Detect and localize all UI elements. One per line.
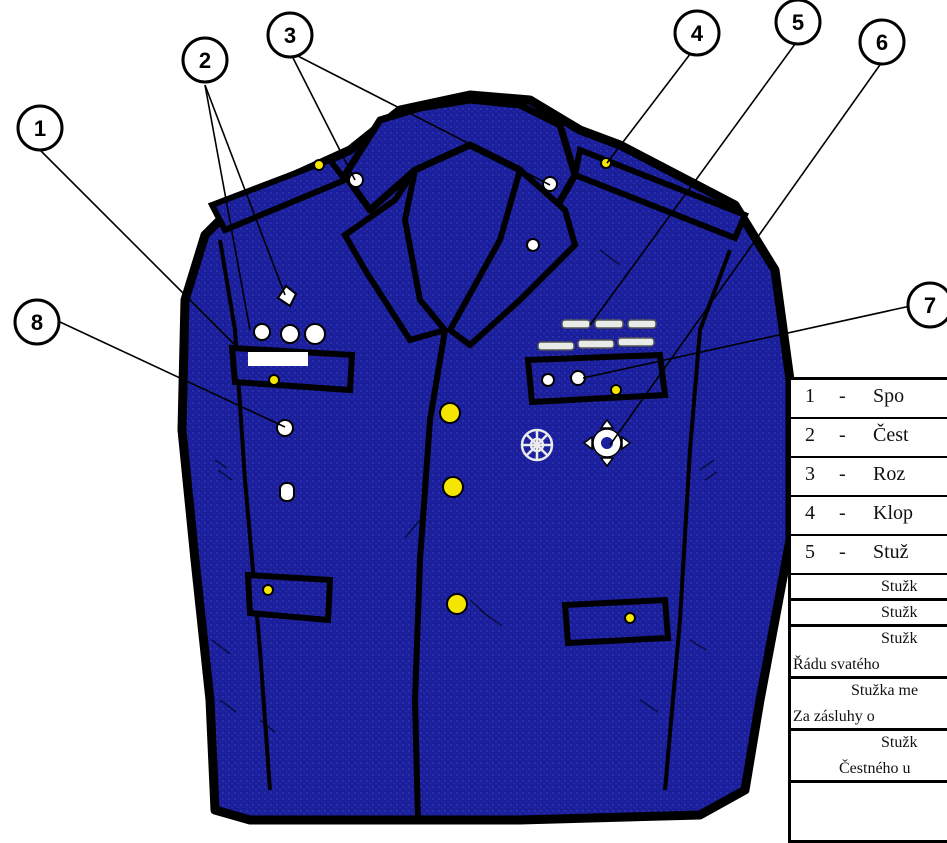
front-button-1 bbox=[440, 403, 460, 423]
legend-ribbon-row: Stužk bbox=[791, 601, 947, 627]
legend-ribbon-text: Stužk bbox=[881, 604, 917, 622]
callout-number: 7 bbox=[924, 293, 936, 318]
legend-dash: - bbox=[839, 385, 846, 408]
sleeve-badge-2 bbox=[254, 324, 270, 340]
front-button-3 bbox=[447, 594, 467, 614]
callout-5: 5 bbox=[776, 0, 820, 44]
legend-row-5: 5 - Stuž bbox=[791, 536, 947, 575]
callout-8: 8 bbox=[15, 300, 59, 344]
legend-ribbon-row: Stužka me Za zásluhy o bbox=[791, 679, 947, 731]
callout-7: 7 bbox=[908, 283, 947, 327]
pocket-badge-left-2 bbox=[280, 483, 294, 501]
legend-row-2: 2 - Čest bbox=[791, 419, 947, 458]
right-lower-pocket-button bbox=[625, 613, 635, 623]
legend-number: 1 bbox=[805, 385, 815, 408]
lapel-badge bbox=[527, 239, 539, 251]
legend-dash: - bbox=[839, 463, 846, 486]
callout-number: 3 bbox=[284, 23, 296, 48]
callout-number: 2 bbox=[199, 48, 211, 73]
sleeve-badge-4 bbox=[305, 324, 325, 344]
pocket-badge-right-1 bbox=[542, 374, 554, 386]
legend-text: Stuž bbox=[873, 541, 909, 564]
callout-1: 1 bbox=[18, 106, 62, 150]
legend-text: Spo bbox=[873, 385, 904, 408]
shoulder-button-left bbox=[314, 160, 324, 170]
right-lower-pocket bbox=[565, 600, 668, 643]
legend-text: Klop bbox=[873, 502, 913, 525]
legend-ribbon-text: Řádu svatého bbox=[793, 656, 880, 674]
legend-number: 3 bbox=[805, 463, 815, 486]
callout-3: 3 bbox=[268, 13, 312, 57]
left-lower-pocket bbox=[248, 575, 330, 620]
legend-dash: - bbox=[839, 541, 846, 564]
legend-ribbon-text: Stužk bbox=[881, 578, 917, 596]
callout-number: 8 bbox=[31, 310, 43, 335]
legend-text: Čest bbox=[873, 424, 909, 447]
callout-number: 5 bbox=[792, 10, 804, 35]
legend-row-1: 1 - Spo bbox=[791, 380, 947, 419]
sleeve-badge-3 bbox=[281, 325, 299, 343]
legend-ribbon-text: Stužk bbox=[881, 734, 917, 752]
legend-dash: - bbox=[839, 502, 846, 525]
callout-2: 2 bbox=[183, 38, 227, 82]
pocket-badge-right-2 bbox=[571, 371, 585, 385]
callout-number: 6 bbox=[876, 30, 888, 55]
callout-number: 1 bbox=[34, 116, 46, 141]
callout-6: 6 bbox=[860, 20, 904, 64]
medal-star bbox=[522, 430, 552, 460]
legend-row-3: 3 - Roz bbox=[791, 458, 947, 497]
right-pocket-button bbox=[611, 385, 621, 395]
left-pocket-button bbox=[269, 375, 279, 385]
collar-badge-left bbox=[349, 173, 363, 187]
front-button-2 bbox=[443, 477, 463, 497]
legend-ribbon-text: Za zásluhy o bbox=[793, 708, 875, 726]
legend-ribbon-text: Stužka me bbox=[851, 682, 918, 700]
left-lower-pocket-button bbox=[263, 585, 273, 595]
callout-number: 4 bbox=[691, 21, 704, 46]
legend-number: 2 bbox=[805, 424, 815, 447]
legend-ribbon-text: Čestného u bbox=[839, 760, 911, 778]
name-tag bbox=[248, 352, 308, 366]
legend-row-4: 4 - Klop bbox=[791, 497, 947, 536]
pocket-badge-left bbox=[277, 420, 293, 436]
legend-text: Roz bbox=[873, 463, 905, 486]
legend-number: 4 bbox=[805, 502, 815, 525]
callout-4: 4 bbox=[675, 11, 719, 55]
legend-ribbon-text: Stužk bbox=[881, 630, 917, 648]
legend-ribbon-row: Stužk bbox=[791, 575, 947, 601]
legend-dash: - bbox=[839, 424, 846, 447]
collar-badge-right bbox=[543, 177, 557, 191]
legend-number: 5 bbox=[805, 541, 815, 564]
